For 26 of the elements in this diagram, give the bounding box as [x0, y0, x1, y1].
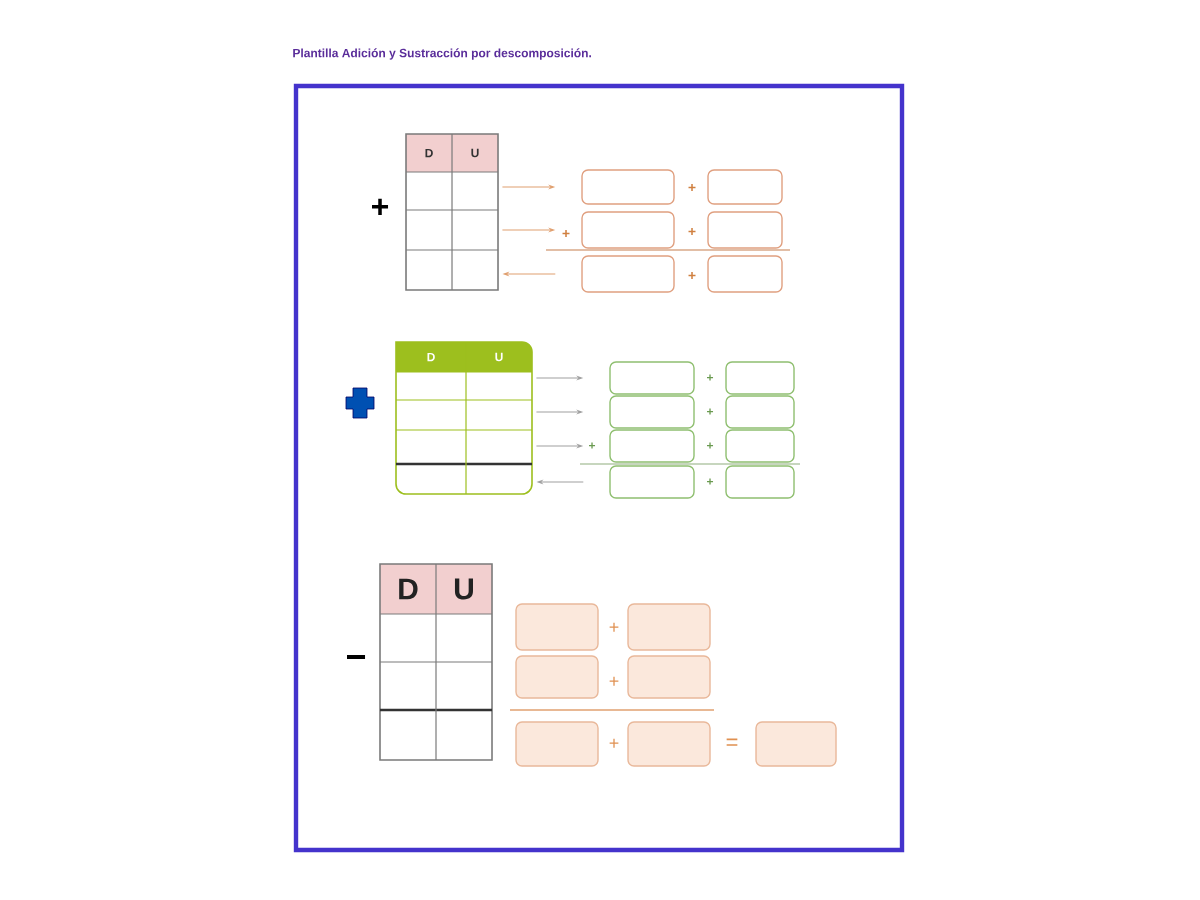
- answer-box: [725, 361, 795, 395]
- answer-box: [515, 603, 599, 651]
- answer-box: [707, 169, 783, 205]
- answer-box: [725, 465, 795, 499]
- answer-box: [755, 721, 837, 767]
- answer-box: [609, 361, 695, 395]
- operator-sign: +: [609, 622, 619, 632]
- table: D U: [379, 563, 493, 761]
- answer-box: [515, 721, 599, 767]
- answer-box: [609, 429, 695, 463]
- operator-sign: +: [609, 676, 619, 686]
- answer-box: [725, 429, 795, 463]
- answer-box: [707, 255, 783, 293]
- answer-box: [609, 465, 695, 499]
- answer-box: [627, 721, 711, 767]
- answer-box: [627, 655, 711, 699]
- answer-box: [627, 603, 711, 651]
- operator-sign: =: [726, 738, 738, 746]
- answer-box: [515, 655, 599, 699]
- answer-box: [725, 395, 795, 429]
- answer-box: [707, 211, 783, 249]
- answer-box: [609, 395, 695, 429]
- answer-box: [581, 169, 675, 205]
- operator-sign: +: [609, 738, 619, 748]
- answer-box: [581, 211, 675, 249]
- answer-box: [581, 255, 675, 293]
